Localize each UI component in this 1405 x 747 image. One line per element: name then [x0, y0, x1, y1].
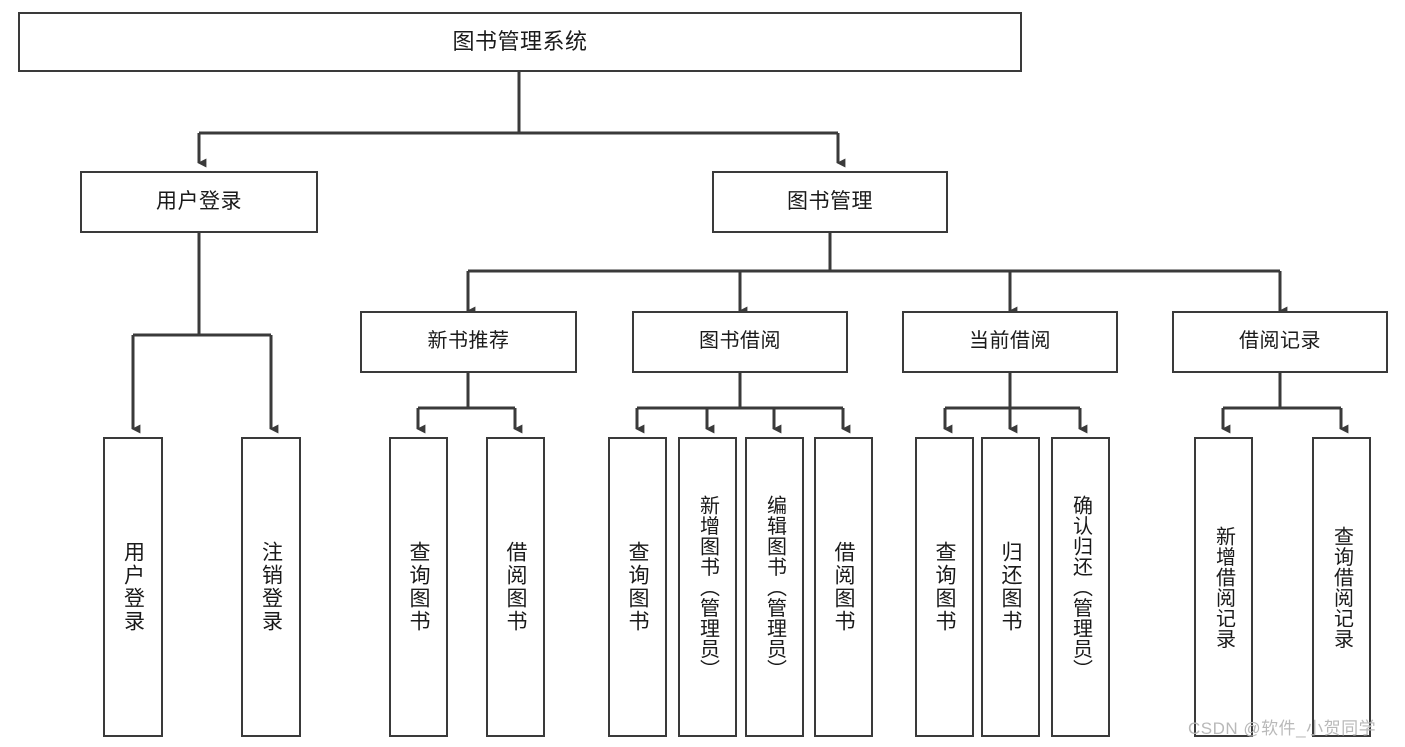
- node-label: 图书借阅: [699, 330, 781, 353]
- node-borrow-record[interactable]: 借阅记录: [1172, 311, 1388, 373]
- node-leaf-add-borrow-record[interactable]: 新增借阅记录: [1194, 437, 1253, 737]
- node-leaf-query-book-new[interactable]: 查询图书: [389, 437, 448, 737]
- node-label: 图书管理系统: [452, 29, 588, 55]
- node-leaf-return-book[interactable]: 归还图书: [981, 437, 1040, 737]
- csdn-watermark: CSDN @软件_小贺同学: [1188, 719, 1377, 738]
- node-label: 编辑图书（管理员）: [763, 494, 786, 680]
- node-label: 查询借阅记录: [1330, 525, 1353, 649]
- node-label: 新增借阅记录: [1212, 525, 1235, 649]
- node-user-login[interactable]: 用户登录: [80, 171, 318, 233]
- node-book-borrow[interactable]: 图书借阅: [632, 311, 848, 373]
- node-label: 查询图书: [407, 541, 431, 633]
- node-book-management[interactable]: 图书管理: [712, 171, 948, 233]
- node-leaf-logout[interactable]: 注销登录: [241, 437, 301, 737]
- node-new-book-recommend[interactable]: 新书推荐: [360, 311, 577, 373]
- node-label: 借阅记录: [1239, 330, 1321, 353]
- node-label: 当前借阅: [969, 330, 1051, 353]
- node-label: 新书推荐: [427, 330, 510, 353]
- node-leaf-borrow-book[interactable]: 借阅图书: [814, 437, 873, 737]
- node-label: 新增图书（管理员）: [696, 494, 719, 680]
- node-leaf-user-login[interactable]: 用户登录: [103, 437, 163, 737]
- node-leaf-query-book-borrow[interactable]: 查询图书: [608, 437, 667, 737]
- node-label: 查询图书: [933, 541, 957, 633]
- node-label: 用户登录: [121, 541, 145, 633]
- node-current-borrow[interactable]: 当前借阅: [902, 311, 1118, 373]
- node-leaf-confirm-return-admin[interactable]: 确认归还（管理员）: [1051, 437, 1110, 737]
- node-label: 注销登录: [259, 541, 283, 633]
- node-label: 查询图书: [626, 541, 650, 633]
- node-label: 图书管理: [787, 189, 873, 213]
- node-leaf-query-borrow-record[interactable]: 查询借阅记录: [1312, 437, 1371, 737]
- node-leaf-borrow-book-new[interactable]: 借阅图书: [486, 437, 545, 737]
- node-leaf-add-book-admin[interactable]: 新增图书（管理员）: [678, 437, 737, 737]
- node-label: 用户登录: [156, 189, 242, 213]
- node-label: 归还图书: [999, 541, 1023, 633]
- node-root-system[interactable]: 图书管理系统: [18, 12, 1022, 72]
- node-label: 确认归还（管理员）: [1069, 494, 1092, 680]
- node-label: 借阅图书: [504, 541, 528, 633]
- node-label: 借阅图书: [832, 541, 856, 633]
- node-leaf-query-book-current[interactable]: 查询图书: [915, 437, 974, 737]
- node-leaf-edit-book-admin[interactable]: 编辑图书（管理员）: [745, 437, 804, 737]
